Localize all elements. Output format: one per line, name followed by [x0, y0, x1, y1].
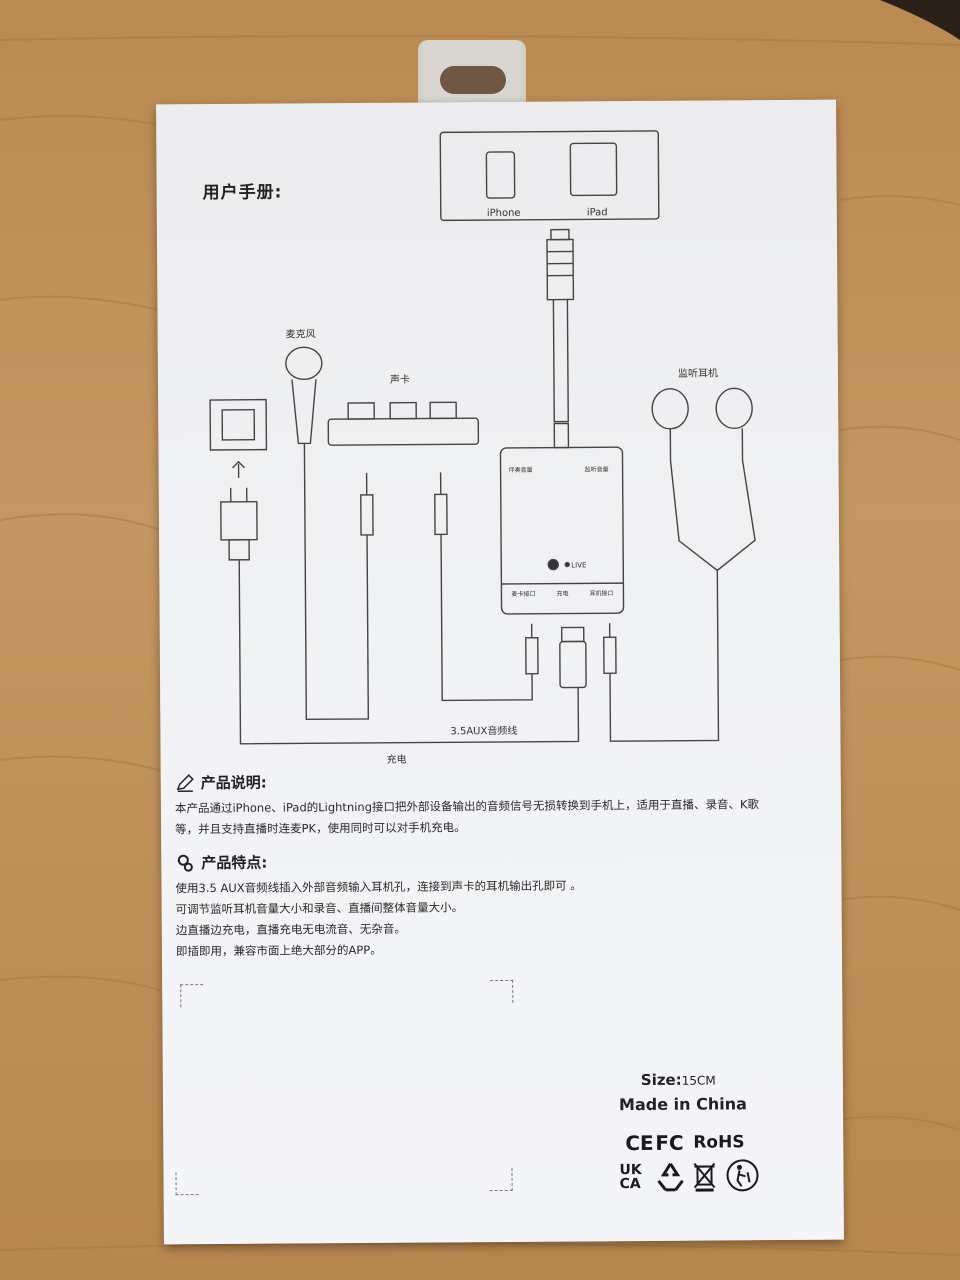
iphone-icon [485, 151, 516, 199]
pencil-icon [176, 773, 194, 792]
fc-mark: FC [655, 1130, 684, 1155]
description-text: 本产品通过iPhone、iPad的Lightning接口把外部设备输出的音频信号… [174, 797, 760, 837]
adapter-port-earphone: 耳机接口 [589, 589, 613, 597]
adapter-right-knob-label: 监听音量 [585, 465, 609, 473]
sound-card [327, 417, 480, 446]
label-area-corner-bottom-left [175, 1172, 199, 1196]
ce-mark: CE [625, 1130, 654, 1156]
jack-1 [360, 494, 374, 536]
adapter-live-label: LIVE [571, 561, 586, 569]
ukca-mark: UK CA [619, 1162, 641, 1193]
lightning-charge-tip [560, 626, 585, 643]
weee-bin-icon [693, 1162, 716, 1192]
hang-hole [440, 66, 506, 94]
description-heading: 产品说明: [175, 772, 267, 794]
earphone-left [651, 388, 689, 430]
aux-cable-label: 3.5AUX音频线 [450, 724, 517, 737]
features-list: 使用3.5 AUX音频线插入外部音频输入耳机孔，连接到声卡的耳机输出孔即可 。 … [175, 874, 776, 962]
devices-frame [439, 130, 660, 222]
rohs-mark: RoHS [693, 1132, 745, 1153]
charger-plug [220, 500, 258, 541]
iphone-label: iPhone [487, 208, 521, 219]
label-area-corner-bottom-right [489, 1167, 513, 1192]
adapter-port-mic: 麦卡接口 [511, 590, 535, 598]
microphone-head [285, 346, 323, 381]
microphone-label: 麦克风 [286, 328, 316, 340]
size-label: Size: [640, 1070, 682, 1090]
ipad-icon [569, 142, 618, 197]
monitor-earphones-label: 监听耳机 [678, 366, 718, 379]
wall-socket [209, 398, 268, 451]
features-heading: 产品特点: [175, 852, 267, 874]
ukca-bottom: CA [619, 1176, 641, 1193]
adapter-port-charge: 充电 [556, 590, 568, 598]
size-value: 15CM [681, 1073, 716, 1088]
sound-card-label: 声卡 [390, 373, 410, 386]
description-heading-text: 产品说明: [200, 773, 267, 793]
tidyman-icon [726, 1159, 759, 1192]
label-area-corner-top-left [180, 984, 204, 1008]
size-spec: Size:15CM [640, 1070, 716, 1090]
features-heading-text: 产品特点: [201, 853, 268, 873]
package-back-card: 用户手册: [156, 99, 844, 1245]
adapter-left-knob-label: 伴奏音量 [509, 466, 533, 474]
connection-diagram: iPhone iPad 麦克风 声卡 监听耳机 3.5AUX音频线 充电 LIV… [209, 130, 756, 766]
earphone-right [715, 387, 753, 430]
jack-2 [434, 493, 448, 536]
recycle-icon [657, 1163, 684, 1192]
lightning-charge-plug [559, 640, 587, 689]
gears-icon [177, 854, 193, 872]
jack-bottom-right [603, 636, 617, 674]
lightning-plug-body [546, 238, 575, 301]
jack-bottom-left [525, 637, 539, 675]
feature-item: 即插即用，兼容市面上绝大部分的APP。 [175, 942, 382, 959]
ipad-label: iPad [587, 207, 608, 218]
charging-label: 充电 [387, 753, 407, 766]
label-area-corner-top-right [490, 979, 514, 1004]
lightning-tip [550, 228, 570, 241]
made-in-label: Made in China [618, 1094, 747, 1115]
